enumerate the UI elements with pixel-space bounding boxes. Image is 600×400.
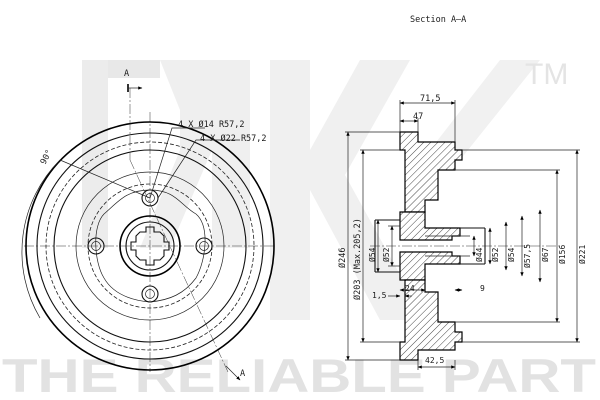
holes-small-callout: 4 X Ø14 R57,2 xyxy=(178,119,245,130)
inner-drum-dashed-circle xyxy=(45,141,255,351)
holes-small-leader xyxy=(149,127,205,199)
dim-203: Ø203 (Max.205,2) xyxy=(352,218,363,300)
section-cut-line-diagonal xyxy=(129,159,229,373)
dim-52-left: Ø52 xyxy=(381,247,391,262)
dim-71-5: 71,5 xyxy=(420,94,440,104)
dim-24: 24 xyxy=(405,284,415,293)
bolt-hole-left xyxy=(87,237,105,255)
holes-large-callout: 4 X Ø22 R57,2 xyxy=(200,133,267,144)
dim-156: Ø156 xyxy=(557,245,567,264)
dim-44: Ø44 xyxy=(474,247,484,262)
rim-step-circle xyxy=(36,132,264,360)
center-bore-inner-circle xyxy=(125,221,175,271)
nk-logo-watermark: TM xyxy=(82,58,568,320)
trademark-text: TM xyxy=(525,58,568,91)
drum-face-circle xyxy=(53,149,247,343)
dim-67: Ø67 xyxy=(540,247,550,262)
dim-221: Ø221 xyxy=(577,245,587,264)
dim-52-right: Ø52 xyxy=(490,247,500,262)
section-view: Section A–A xyxy=(337,15,587,370)
section-arrow-bottom-icon xyxy=(225,365,241,381)
dim-42-5: 42,5 xyxy=(425,356,444,365)
dim-47: 47 xyxy=(413,112,423,122)
dim-1-5: 1,5 xyxy=(372,291,387,300)
dim-246: Ø246 xyxy=(337,248,348,268)
section-marker-top: A xyxy=(124,69,129,79)
tagline-watermark: THE RELIABLE PART xyxy=(2,349,596,400)
dim-9: 9 xyxy=(480,284,485,293)
bolt-hole-right xyxy=(195,237,213,255)
dim-57-5: Ø57,5 xyxy=(522,244,532,268)
angle-arc xyxy=(21,159,61,319)
angle-label: 90° xyxy=(39,148,55,166)
section-marker-bottom: A xyxy=(240,369,245,379)
splined-hub-icon xyxy=(130,226,170,266)
section-title: Section A–A xyxy=(410,15,466,25)
dim-54-left: Ø54 xyxy=(367,247,377,262)
outer-rim-circle xyxy=(25,121,275,371)
drum-wall-upper-section xyxy=(399,131,463,213)
dim-54-right: Ø54 xyxy=(506,247,516,262)
bolt-hole-bottom xyxy=(141,285,159,303)
holes-large-leader xyxy=(157,139,240,199)
hub-flange-circle xyxy=(75,171,225,321)
center-bore-circle xyxy=(119,215,181,277)
front-view: A A 90° 4 X Ø14 R57,2 4 X Ø22 R57,2 xyxy=(21,69,276,381)
